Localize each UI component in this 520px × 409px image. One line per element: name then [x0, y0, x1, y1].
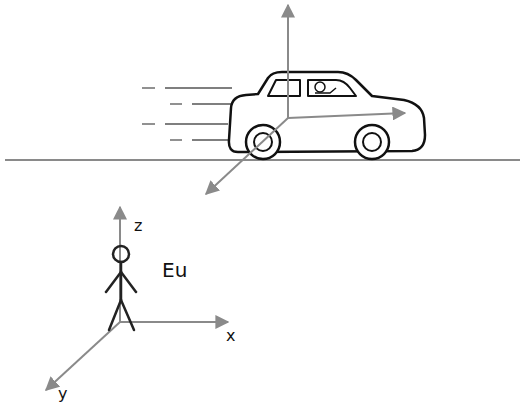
axis-label: z	[134, 218, 142, 234]
speed-lines	[142, 88, 240, 140]
axis-label: y	[58, 386, 67, 402]
person-label: Eu	[162, 260, 187, 280]
axis-label: x	[226, 328, 235, 344]
car-axes	[206, 5, 405, 194]
person-axes	[46, 207, 228, 390]
stick-figure	[106, 246, 136, 330]
